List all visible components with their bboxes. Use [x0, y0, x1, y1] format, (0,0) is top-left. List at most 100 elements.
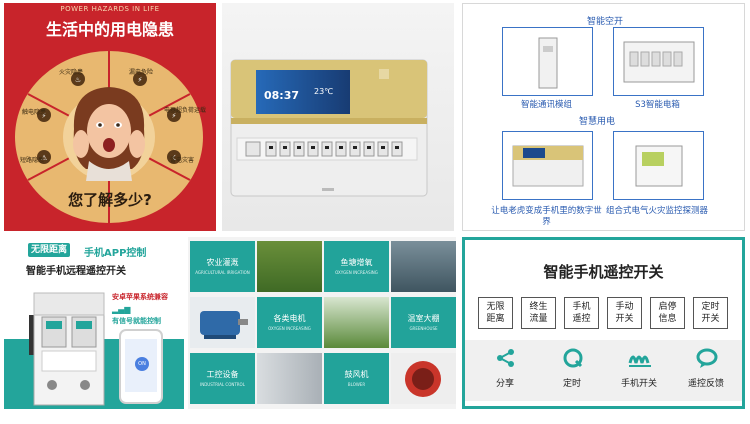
smart-panel: 智能空开 智能通讯模组 S3智能电箱 智慧用电 让电老虎变成手机里的数字世界 组…	[462, 3, 745, 231]
device-panel: 08:37 23℃	[222, 3, 454, 231]
leak-icon	[133, 72, 147, 86]
pond-photo	[391, 241, 456, 292]
feature-manual-2: 开关	[615, 314, 634, 324]
app-panel: 无限距离 手机APP控制 智能手机远程遥控开关 安卓苹果系统兼容 ▂▄▆ 有信号…	[4, 237, 184, 409]
blower-label: 鼓风机	[344, 370, 369, 379]
power-button[interactable]: ON	[135, 357, 149, 371]
module-image	[502, 27, 593, 96]
module-caption: 智能通讯模组	[520, 100, 572, 110]
motor-en: OXYGEN INCREASING	[268, 326, 311, 331]
lightning-glyph: ☇	[172, 154, 176, 162]
feature-traffic-1: 终生	[529, 302, 548, 312]
remote-panel: 智能手机遥控开关 无限 距离 终生 流量 手机 遥控 手动 开关 启停 信息 定…	[462, 237, 745, 409]
feedback-label: 遥控反馈	[687, 379, 724, 389]
device-time: 08:37	[264, 89, 300, 102]
feature-manual: 手动 开关	[607, 297, 642, 329]
irrigation-photo	[257, 241, 322, 292]
woman-illustration	[73, 87, 145, 181]
share-icon	[497, 349, 514, 367]
hazard-label-leak: 漏电危险	[129, 69, 154, 76]
panel-caption: 让电老虎变成手机里的数字世界	[491, 206, 602, 227]
feature-traffic: 终生 流量	[521, 297, 556, 329]
blower-en: BLOWER	[347, 382, 366, 387]
overload-icon	[167, 108, 181, 122]
feature-remote: 手机 遥控	[564, 297, 599, 329]
irrigation-label: 农业灌溉	[206, 258, 239, 267]
cell-irrigation-label: 农业灌溉 AGRICULTURAL IRRIGATION	[190, 241, 255, 292]
feature-range-1: 无限	[486, 302, 505, 312]
hazard-label-overload: 电器超负荷运载	[164, 107, 207, 114]
cell-blower-label: 鼓风机 BLOWER	[324, 353, 389, 404]
feature-status: 启停 信息	[650, 297, 685, 329]
electric-shock-icon	[37, 108, 51, 122]
feature-range-2: 距离	[486, 314, 505, 324]
feedback-icon	[696, 348, 718, 368]
irrigation-en: AGRICULTURAL IRRIGATION	[195, 270, 250, 275]
greenhouse-en: GREENHOUSE	[409, 326, 438, 331]
power-label: ON	[138, 361, 146, 367]
switch-label: 手机开关	[620, 379, 657, 389]
switch-item[interactable]: 手机开关	[604, 340, 674, 401]
feature-timer: 定时 开关	[693, 297, 728, 329]
feature-traffic-2: 流量	[529, 314, 548, 324]
cell-greenhouse-label: 温室大棚 GREENHOUSE	[391, 297, 456, 348]
timer-icon	[563, 348, 583, 368]
leak-glyph: ⚡	[138, 76, 143, 84]
feature-remote-2: 遥控	[572, 314, 591, 324]
hazard-label-fire: 火灾隐患	[59, 69, 84, 76]
hazard-label-lightning: 雷电灾害	[170, 157, 195, 164]
signal-icon: ▂▄▆	[112, 305, 131, 314]
app-badge: 无限距离	[28, 243, 71, 257]
heading-smart-switch: 智能空开	[587, 17, 624, 27]
panel-image	[502, 131, 593, 200]
heading-smart-electric: 智慧用电	[579, 117, 616, 127]
industrial-photo	[257, 353, 322, 404]
app-compat: 安卓苹果系统兼容	[112, 293, 168, 301]
detector-caption: 组合式电气火灾监控探测器	[605, 206, 708, 216]
pond-en: OXYGEN INCREASING	[335, 270, 378, 275]
app-badge-text: 无限距离	[31, 245, 68, 255]
cell-motor-label: 各类电机 OXYGEN INCREASING	[257, 297, 322, 348]
fire-glyph: ♨	[75, 76, 81, 84]
cell-pond-label: 鱼塘增氧 OXYGEN INCREASING	[324, 241, 389, 292]
smart-box-caption: S3智能电箱	[635, 100, 680, 110]
icon-bar: 分享 定时 手机开关 遥控反馈	[465, 340, 742, 401]
pond-label: 鱼塘增氧	[340, 258, 373, 267]
feature-range: 无限 距离	[478, 297, 513, 329]
app-signal: 有信号就能控制	[112, 317, 161, 325]
greenhouse-photo	[324, 297, 389, 348]
phone: ON	[119, 329, 163, 404]
hazards-question: 您了解多少?	[68, 191, 152, 209]
feature-timer-2: 开关	[701, 314, 720, 324]
industrial-en: INDUSTRIAL CONTROL	[200, 382, 245, 387]
blower-photo	[391, 353, 456, 404]
short-glyph: ⚠	[41, 154, 48, 162]
hazard-wheel: ♨ ⚡ ⚡ ☇ ⚠ ⚡	[15, 51, 203, 223]
application-grid: 农业灌溉 AGRICULTURAL IRRIGATION 鱼塘增氧 OXYGEN…	[188, 237, 456, 409]
feature-manual-1: 手动	[615, 302, 634, 312]
share-label: 分享	[495, 379, 514, 389]
app-line2: 智能手机远程遥控开关	[26, 266, 126, 277]
motor-label: 各类电机	[273, 314, 306, 323]
device-temp: 23℃	[314, 87, 334, 96]
smart-panel-device	[230, 59, 428, 197]
shock-glyph: ⚡	[42, 112, 47, 120]
feedback-item[interactable]: 遥控反馈	[671, 340, 741, 401]
share-item[interactable]: 分享	[470, 340, 540, 401]
feature-status-2: 信息	[658, 314, 677, 324]
detector-image	[613, 131, 704, 200]
timer-item[interactable]: 定时	[537, 340, 607, 401]
overload-glyph: ⚡	[172, 112, 177, 120]
app-badge-rest: 手机APP控制	[84, 248, 147, 259]
hazard-label-shock: 触电隐患	[22, 109, 47, 116]
industrial-label: 工控设备	[206, 370, 239, 379]
lightning-icon	[167, 150, 181, 164]
switch-icon	[628, 355, 651, 367]
fire-icon	[71, 72, 85, 86]
motor-photo	[190, 297, 255, 348]
timer-label: 定时	[562, 379, 581, 389]
smart-box-image	[613, 27, 704, 96]
hazards-title: 生活中的用电隐患	[45, 20, 174, 39]
greenhouse-label: 温室大棚	[407, 314, 440, 323]
hazards-subtitle: POWER HAZARDS IN LIFE	[60, 5, 160, 13]
